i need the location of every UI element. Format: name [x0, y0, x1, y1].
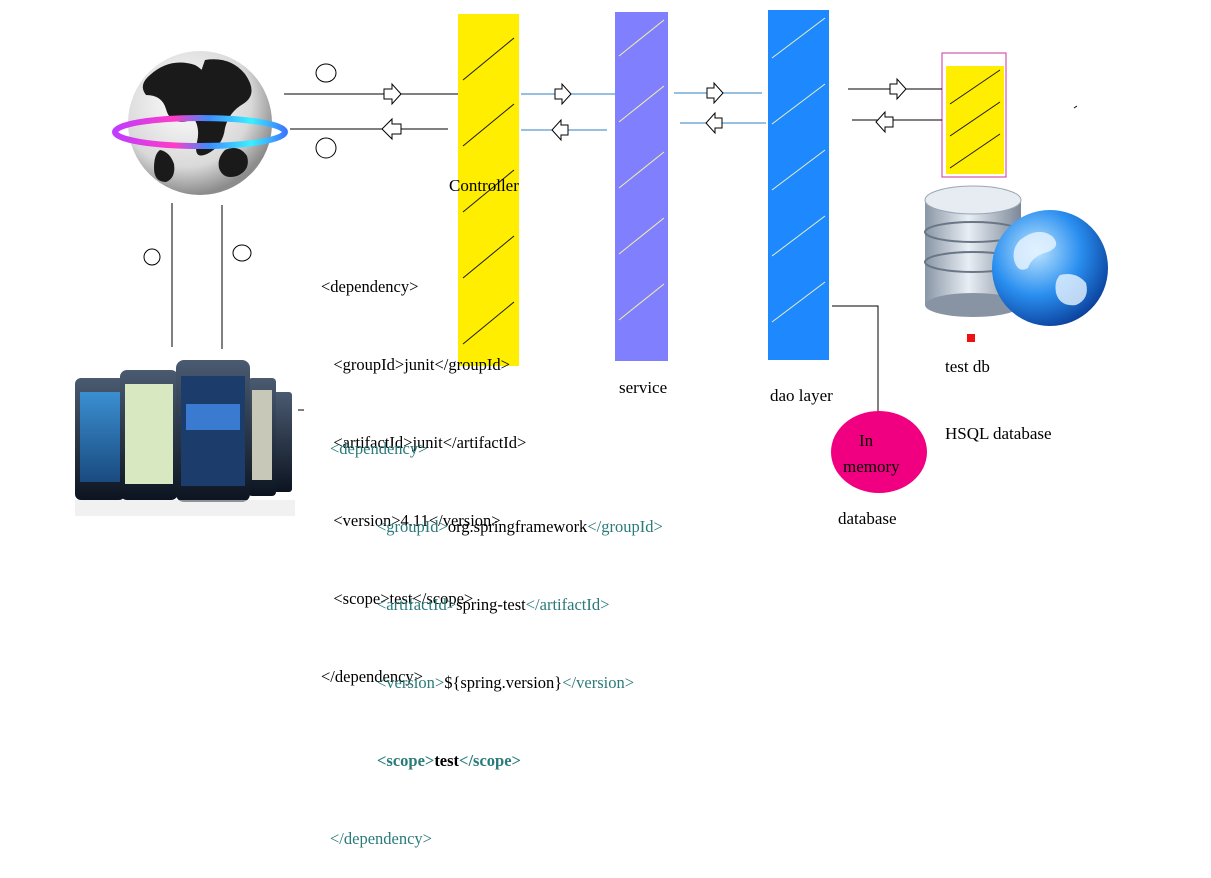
architecture-diagram [75, 10, 1108, 516]
hsql-label: HSQL database [945, 424, 1052, 443]
testdb-box [941, 52, 1007, 178]
right-arrow-icon [706, 81, 724, 105]
service-label: service [619, 378, 668, 397]
code-line: <groupId>junit</groupId> [321, 355, 510, 374]
database-server-icon [924, 185, 1108, 342]
marker-circles [143, 63, 337, 266]
inmemory-label-line2: memory [843, 457, 900, 476]
spring-dependency-block: <dependency> <groupId>org.springframewor… [330, 384, 663, 878]
testdb-label: test db [945, 357, 990, 376]
globe-icon [112, 51, 288, 195]
dao-bar [768, 10, 829, 360]
code-line: <version>${spring.version}</version> [377, 673, 635, 692]
dao-label: dao layer [770, 386, 833, 405]
arrow-icons [381, 77, 907, 142]
database-label: database [838, 509, 897, 528]
left-arrow-icon [551, 118, 569, 142]
code-line-open: <dependency> [330, 439, 428, 458]
left-arrow-icon [381, 117, 402, 141]
code-line: <groupId>org.springframework</groupId> [377, 517, 663, 536]
inmemory-label-line1: In [859, 431, 874, 450]
controller-label: Controller [449, 176, 519, 195]
code-line-close: </dependency> [330, 829, 432, 848]
controller-bar [458, 14, 519, 366]
right-arrow-icon [889, 77, 907, 101]
code-line: <artifactId>junit</artifactId> [321, 433, 527, 452]
code-line: <dependency> [321, 277, 419, 296]
code-line: <scope>test</scope> [377, 751, 521, 770]
inmemory-ellipse [831, 411, 927, 493]
code-line: <version>4.11</version> [321, 511, 501, 530]
left-arrow-icon [705, 111, 723, 135]
left-arrow-icon [875, 110, 894, 134]
smartphones-icon [75, 360, 295, 516]
right-arrow-icon [554, 82, 572, 106]
right-arrow-icon [383, 82, 402, 106]
code-line: <artifactId>spring-test</artifactId> [377, 595, 610, 614]
service-bar [615, 12, 668, 361]
